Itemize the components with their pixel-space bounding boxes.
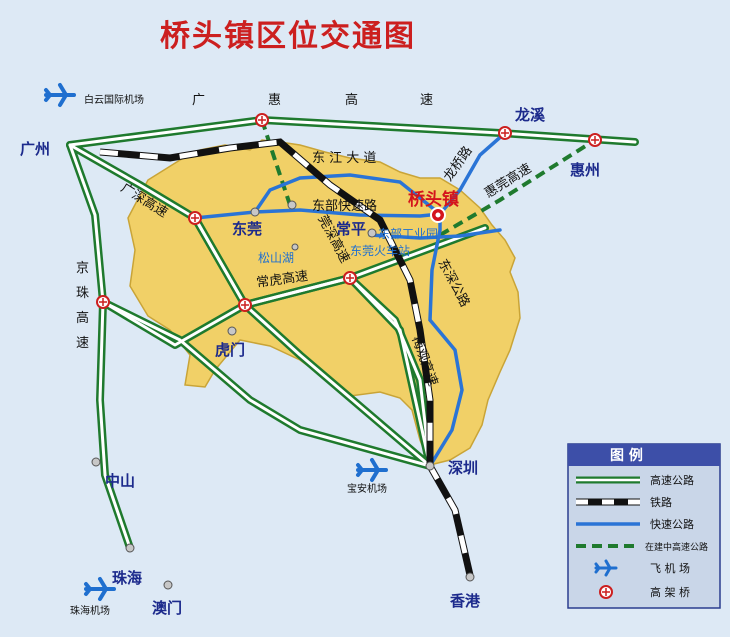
zhongshan-dot	[91, 457, 101, 467]
label-macau: 澳门	[152, 599, 182, 617]
label-baoan-airport: 宝安机场	[347, 482, 387, 495]
label-guanghui-3: 高	[345, 92, 358, 108]
label-shenzhen: 深圳	[448, 459, 478, 477]
label-dongguan-station: 东莞火车站	[350, 243, 410, 258]
planned-highway-dongguan	[260, 119, 292, 206]
legend-label-highway: 高速公路	[650, 473, 694, 487]
map-title: 桥头镇区位交通图	[160, 19, 416, 54]
label-longxi: 龙溪	[514, 106, 546, 124]
label-baiyun-airport: 白云国际机场	[84, 93, 144, 106]
qiaotou-marker	[430, 207, 446, 223]
hongkong-dot	[465, 572, 475, 582]
overpass-jingzhu	[96, 295, 110, 309]
macau-dot	[163, 580, 173, 590]
legend-planned: 在建中高速公路	[576, 541, 708, 553]
label-dongjiang: 东 江 大 道	[312, 151, 376, 166]
label-humen: 虎门	[215, 341, 245, 359]
legend-airport: 飞 机 场	[594, 559, 690, 577]
planned-highways	[260, 119, 597, 237]
city-dots	[91, 200, 475, 590]
legend-highway: 高速公路	[576, 473, 694, 487]
label-huiguan: 惠莞高速	[482, 160, 535, 201]
baoan-airport-icon	[356, 458, 388, 482]
legend-overpass: 高 架 桥	[599, 585, 690, 599]
label-changhu: 常虎高速	[255, 268, 309, 291]
legend-label-airport: 飞 机 场	[650, 561, 690, 575]
legend-label-planned: 在建中高速公路	[645, 541, 708, 553]
label-hongkong: 香港	[450, 592, 481, 610]
expressways	[193, 131, 507, 468]
overpass-huizhou	[588, 133, 602, 147]
legend-label-expressway: 快速公路	[650, 518, 694, 531]
label-guangzhou: 广州	[20, 140, 50, 158]
label-guanghui-1: 广	[192, 93, 205, 108]
label-dongbu-industrial: 东部工业园	[378, 226, 438, 241]
overpass-humen	[238, 298, 252, 312]
changping-dot	[367, 228, 377, 238]
label-zhuhai-airport: 珠海机场	[70, 604, 110, 617]
shenzhen-dot	[425, 461, 435, 471]
label-huizhou: 惠州	[570, 161, 600, 179]
overpass-longxi	[498, 126, 512, 140]
label-guanghui-2: 惠	[268, 93, 281, 108]
railways	[99, 138, 474, 576]
overpass-guanghui	[255, 113, 269, 127]
songshanhu-dot	[291, 243, 299, 251]
legend: 图 例 高速公路 铁路 快速公路 在建中高速公路 飞 机 场 高 架 桥	[567, 443, 721, 609]
overpass-changping	[343, 271, 357, 285]
overpass-guangshen	[188, 211, 202, 225]
label-dongbu-express: 东部快速路	[312, 198, 377, 214]
baiyun-airport-icon	[44, 83, 76, 107]
airport-icons	[44, 83, 388, 601]
label-guanghui-4: 速	[420, 93, 433, 108]
dongguan-dot	[250, 207, 260, 217]
dongbu-expressway	[193, 208, 442, 220]
legend-title: 图 例	[610, 447, 643, 464]
label-dongguan: 东莞	[232, 220, 262, 238]
label-changping: 常平	[336, 220, 366, 238]
legend-airport-icon	[594, 559, 618, 577]
overpasses	[96, 113, 602, 312]
label-longqiao: 龙桥路	[440, 143, 475, 184]
label-qiaotou: 桥头镇	[408, 189, 459, 210]
legend-label-railway: 铁路	[650, 496, 672, 509]
label-jingzhu-2: 珠	[76, 286, 89, 301]
humen-dot	[227, 326, 237, 336]
longqiao-road	[438, 131, 507, 216]
zhuhai-airport-icon	[84, 577, 116, 601]
label-songshanhu: 松山湖	[258, 250, 294, 265]
planned-highway-huiguan	[438, 138, 597, 237]
label-zhongshan: 中山	[105, 472, 135, 490]
dongbu-dot	[287, 200, 297, 210]
legend-expressway: 快速公路	[576, 518, 694, 531]
legend-railway: 铁路	[576, 496, 672, 509]
label-jingzhu-4: 速	[76, 336, 89, 351]
zhuhai-dot	[125, 543, 135, 553]
label-zhuhai: 珠海	[112, 569, 142, 587]
label-jingzhu-3: 高	[76, 310, 89, 326]
industrial-link	[368, 228, 502, 240]
legend-label-overpass: 高 架 桥	[650, 585, 690, 599]
label-jingzhu-1: 京	[76, 261, 89, 276]
